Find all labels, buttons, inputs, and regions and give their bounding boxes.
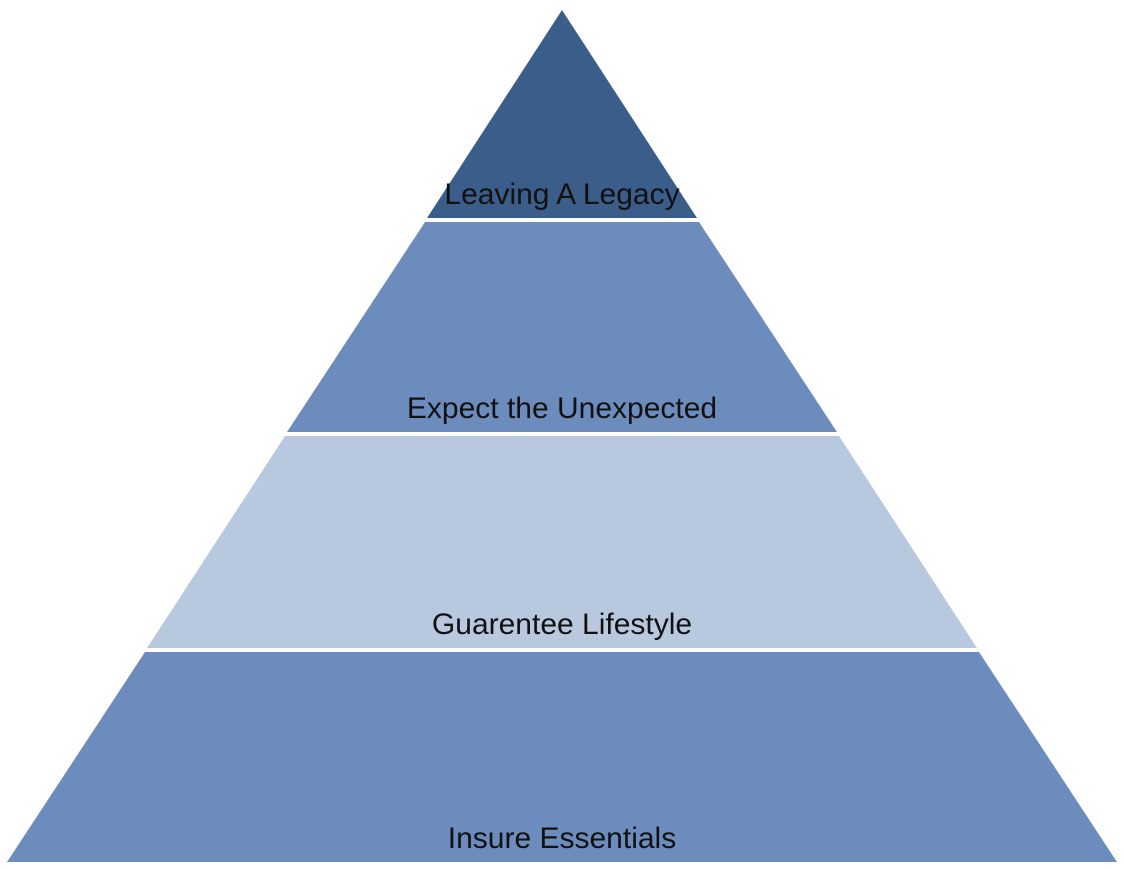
tier-guarentee-lifestyle-shape (147, 436, 977, 648)
tier-guarentee-lifestyle-label: Guarentee Lifestyle (432, 608, 692, 641)
tier-expect-the-unexpected-label: Expect the Unexpected (407, 392, 717, 425)
tier-insure-essentials-label: Insure Essentials (448, 822, 676, 855)
tier-insure-essentials-shape (7, 652, 1117, 862)
tier-expect-the-unexpected-shape (287, 222, 837, 432)
tier-leaving-a-legacy-label: Leaving A Legacy (444, 178, 679, 211)
tier-leaving-a-legacy-shape (427, 10, 697, 218)
